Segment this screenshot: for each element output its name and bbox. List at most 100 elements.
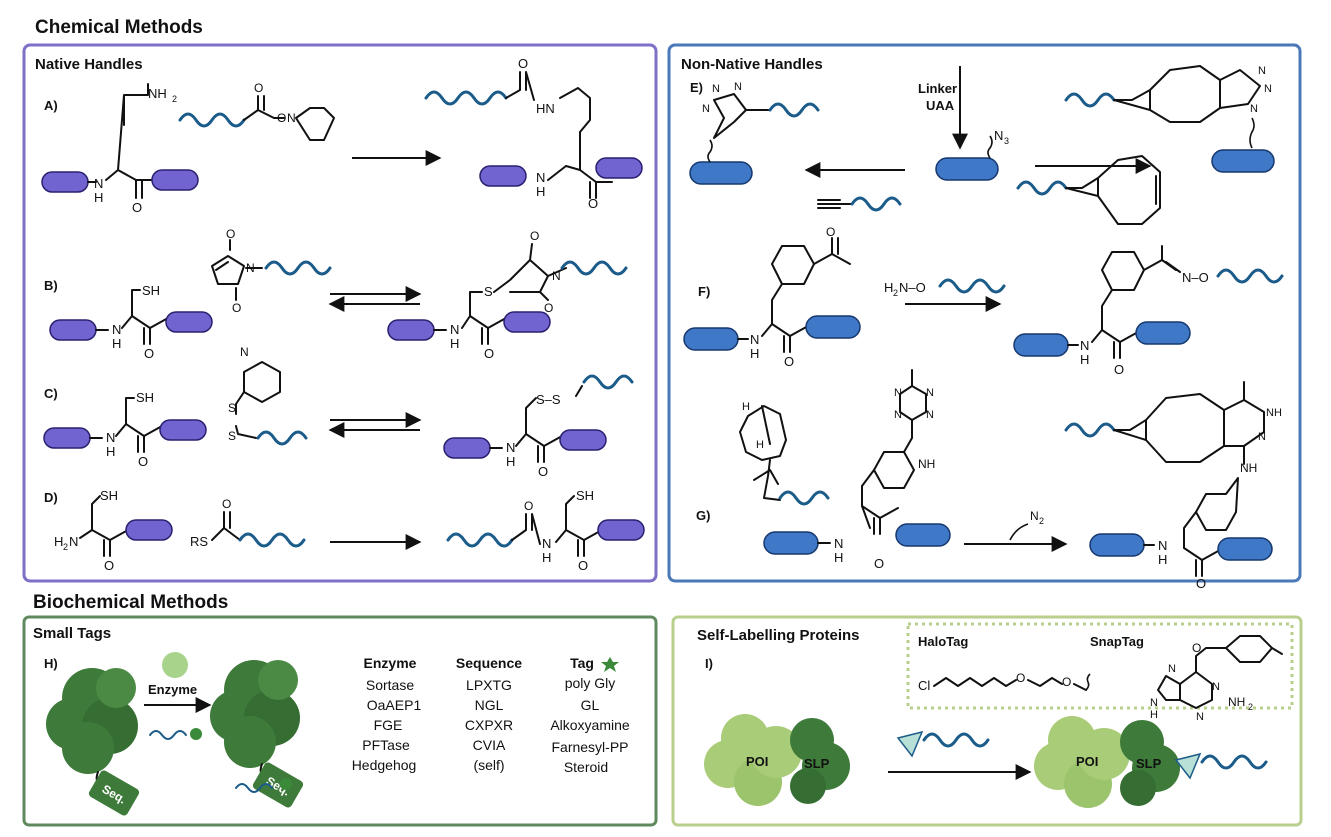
svg-text:N: N xyxy=(834,536,843,551)
svg-text:H: H xyxy=(1150,709,1158,721)
svg-text:3: 3 xyxy=(1004,136,1009,146)
svg-text:O: O xyxy=(254,81,263,95)
small-tags-title: Small Tags xyxy=(33,625,111,642)
svg-text:OaAEP1: OaAEP1 xyxy=(367,697,422,713)
svg-text:N: N xyxy=(1258,431,1266,443)
svg-text:S: S xyxy=(484,284,493,299)
slp-blob xyxy=(790,718,850,804)
protein-pill xyxy=(1013,333,1069,357)
svg-text:POI: POI xyxy=(746,754,768,769)
enzyme-column: Enzyme Sortase OaAEP1 FGE PFTase Hedgeho… xyxy=(352,655,422,773)
protein-pill xyxy=(125,519,173,541)
svg-text:O: O xyxy=(588,196,598,211)
svg-text:N: N xyxy=(542,536,551,551)
svg-text:N–O: N–O xyxy=(899,280,926,295)
svg-text:O: O xyxy=(518,56,528,71)
svg-text:D): D) xyxy=(44,490,58,505)
svg-text:CXPXR: CXPXR xyxy=(465,717,513,733)
reaction-g: G) H H N N N N NH N H O N 2 NH N NH N H … xyxy=(696,369,1282,591)
svg-text:I): I) xyxy=(705,656,713,671)
svg-text:SnapTag: SnapTag xyxy=(1090,634,1144,649)
chemical-methods-heading: Chemical Methods xyxy=(35,17,203,38)
svg-text:NH: NH xyxy=(1240,461,1257,475)
svg-text:S–S: S–S xyxy=(536,392,561,407)
reaction-b: B) SH N H O O O N S O O N N H O xyxy=(44,227,628,361)
svg-text:Sortase: Sortase xyxy=(366,677,414,693)
seq-tag xyxy=(88,770,140,816)
protein-pill xyxy=(41,171,89,193)
svg-text:O: O xyxy=(544,301,553,315)
svg-text:GL: GL xyxy=(581,697,600,713)
native-handles-panel xyxy=(22,43,658,583)
svg-text:H: H xyxy=(506,454,515,469)
svg-text:NH: NH xyxy=(148,86,167,101)
svg-text:SLP: SLP xyxy=(804,756,830,771)
reaction-a-label: A) xyxy=(44,98,58,113)
svg-text:HN: HN xyxy=(536,101,555,116)
svg-text:O: O xyxy=(1192,641,1201,655)
svg-text:N: N xyxy=(240,345,249,359)
svg-text:N: N xyxy=(94,176,103,191)
protein-pill xyxy=(1217,537,1273,561)
svg-text:Cl: Cl xyxy=(918,678,930,693)
self-labelling-panel xyxy=(671,615,1303,827)
tag-column: Tag poly Gly GL Alkoxyamine Farnesyl-PP … xyxy=(550,655,630,775)
svg-text:E): E) xyxy=(690,80,703,95)
svg-text:Enzyme: Enzyme xyxy=(148,682,197,697)
svg-text:Sequence: Sequence xyxy=(456,655,522,671)
svg-text:S: S xyxy=(228,401,236,415)
svg-text:RS: RS xyxy=(190,534,208,549)
svg-text:N: N xyxy=(1080,338,1089,353)
ligand-icon xyxy=(896,730,924,758)
svg-text:O: O xyxy=(530,229,539,243)
svg-text:SH: SH xyxy=(136,390,154,405)
non-native-handles-title: Non-Native Handles xyxy=(681,56,823,73)
svg-text:LPXTG: LPXTG xyxy=(466,677,512,693)
ligand-icon xyxy=(1174,752,1202,780)
svg-text:H: H xyxy=(884,280,893,295)
protein-pill xyxy=(1089,533,1145,557)
tag-icon xyxy=(190,728,202,740)
svg-text:O: O xyxy=(484,346,494,361)
protein-pill xyxy=(689,161,753,185)
svg-text:2: 2 xyxy=(1248,702,1253,712)
native-handles-title: Native Handles xyxy=(35,56,143,73)
protein-pill xyxy=(597,519,645,541)
small-tags-diagram: H) Seq. Enzyme Seq. xyxy=(44,652,630,816)
svg-text:N: N xyxy=(106,430,115,445)
svg-text:F): F) xyxy=(698,284,710,299)
svg-text:Alkoxyamine: Alkoxyamine xyxy=(550,717,630,733)
svg-text:O: O xyxy=(1016,671,1025,685)
slp-title: Self-Labelling Proteins xyxy=(697,627,860,644)
svg-text:N: N xyxy=(1150,697,1158,709)
svg-text:N: N xyxy=(1258,65,1266,77)
svg-text:CVIA: CVIA xyxy=(473,737,506,753)
svg-text:B): B) xyxy=(44,278,58,293)
svg-text:N: N xyxy=(702,103,710,115)
svg-text:N: N xyxy=(926,409,934,421)
svg-text:HaloTag: HaloTag xyxy=(918,634,968,649)
protein-pill xyxy=(503,311,551,333)
svg-text:N: N xyxy=(287,111,296,125)
slp-diagram: I) HaloTag SnapTag Cl O O O N N N N H NH… xyxy=(704,622,1294,808)
svg-text:H: H xyxy=(450,336,459,351)
protein-pill xyxy=(595,157,643,179)
svg-text:N: N xyxy=(894,409,902,421)
svg-text:NGL: NGL xyxy=(475,697,504,713)
protein-pill xyxy=(49,319,97,341)
svg-text:H: H xyxy=(112,336,121,351)
svg-text:Linker: Linker xyxy=(918,81,957,96)
svg-text:O: O xyxy=(226,227,235,241)
reaction-f: F) O N H O H 2 N–O N–O N H O xyxy=(683,225,1284,377)
svg-text:O: O xyxy=(524,499,533,513)
svg-text:H): H) xyxy=(44,656,58,671)
enzyme-icon xyxy=(162,652,188,678)
protein-pill xyxy=(387,319,435,341)
svg-text:N: N xyxy=(506,440,515,455)
svg-text:O: O xyxy=(1062,675,1071,689)
svg-text:O: O xyxy=(132,200,142,215)
svg-text:2: 2 xyxy=(63,542,68,552)
protein-pill xyxy=(151,169,199,191)
svg-text:G): G) xyxy=(696,508,710,523)
